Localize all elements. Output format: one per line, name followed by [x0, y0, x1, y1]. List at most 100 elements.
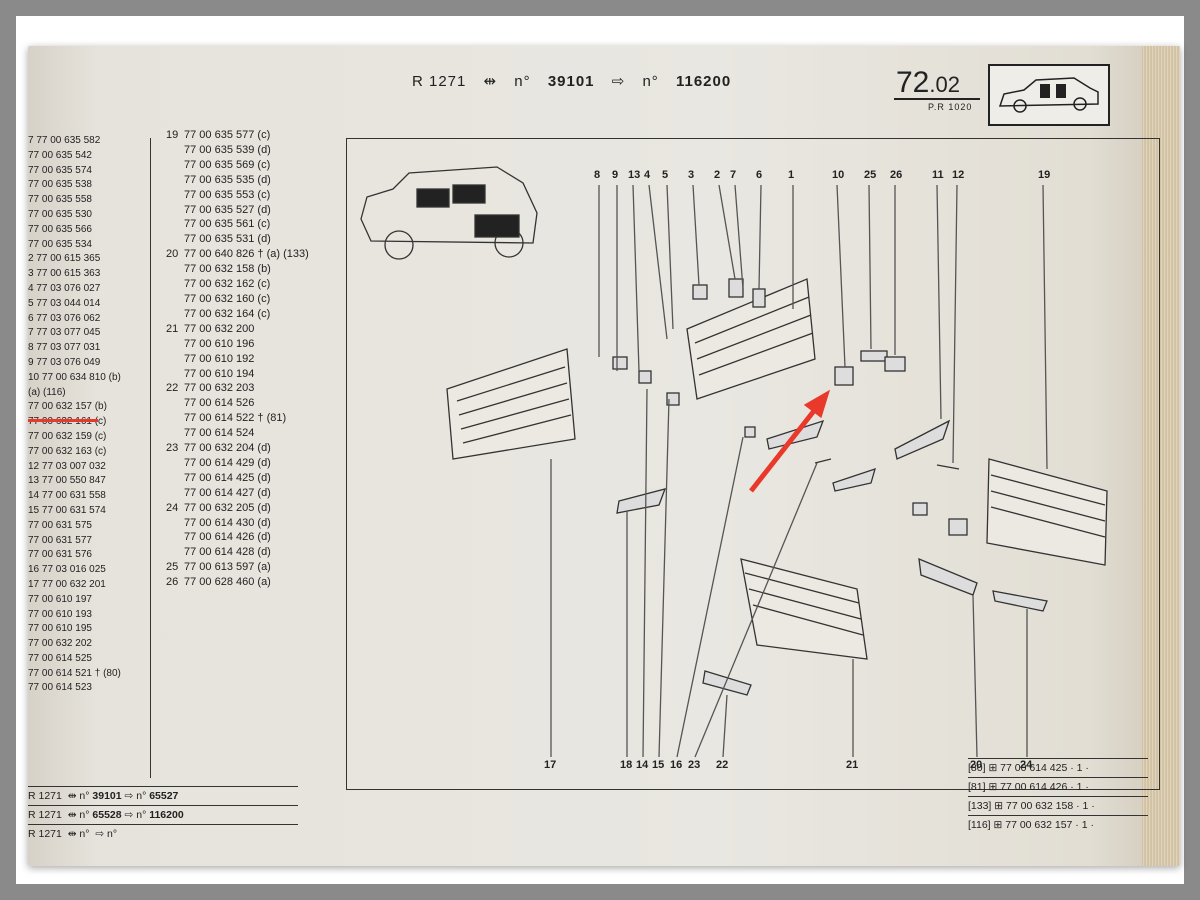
part-number-row: 77 00 614 525	[28, 652, 92, 664]
callout-number: 4	[644, 169, 651, 181]
part-number-row: 3 77 00 615 363	[28, 268, 101, 280]
callout-number: 25	[864, 169, 877, 181]
armrest-24	[992, 590, 1048, 612]
callout-number: 3	[688, 169, 695, 181]
part-number-row: 77 00 610 193	[28, 608, 92, 620]
part-number: 77 00 613 597 (a)	[184, 561, 271, 574]
grip-25	[860, 350, 888, 362]
part-number-row: 77 00 632 160 (c)	[166, 292, 356, 307]
part-number-row: 77 00 614 426 (d)	[166, 530, 356, 545]
door-panel-19	[986, 458, 1108, 566]
part-number-row: 77 00 610 194	[166, 367, 356, 382]
part-number-row: 16 77 03 016 025	[28, 564, 106, 576]
part-number-row: 77 00 610 197	[28, 593, 92, 605]
door-panel-diagram	[360, 166, 1108, 758]
footnote-ref: [116]	[968, 819, 991, 831]
part-number: 77 00 614 522 † (81)	[184, 412, 287, 425]
callout-number: 6	[756, 169, 763, 181]
part-number: 77 00 635 527 (d)	[184, 203, 271, 216]
part-number: 77 00 635 531 (d)	[184, 233, 271, 246]
part-number: 77 00 610 194	[184, 367, 255, 380]
plus-box-icon: ⊞	[994, 800, 1004, 812]
part-number-row: 77 00 635 527 (d)	[166, 203, 356, 218]
door-panel-1	[686, 278, 816, 400]
part-number-row: 77 00 635 553 (c)	[166, 188, 356, 203]
part-number: 77 00 635 553 (c)	[184, 188, 271, 201]
to-number: 65527	[149, 790, 179, 802]
page-number-section: .02	[929, 72, 960, 97]
part-number: 77 00 632 200	[184, 322, 255, 335]
part-index: 23	[166, 442, 179, 455]
part-number-row: 26 77 00 628 460 (a)	[166, 575, 356, 590]
red-arrow-head	[803, 389, 831, 419]
part-number: 77 00 614 526	[184, 397, 255, 410]
footnote-part: 77 00 632 158 · 1 ·	[1006, 800, 1095, 812]
part-number-row: 77 00 631 576	[28, 549, 92, 561]
part-number: 77 00 632 205 (d)	[184, 501, 271, 514]
callout-number: 16	[670, 759, 683, 771]
model-code: R 1271	[28, 790, 62, 802]
part-number-row: 9 77 03 076 049	[28, 356, 101, 368]
model-code: R 1271	[28, 828, 62, 840]
panel-17-ribs	[456, 366, 572, 444]
screw-23	[814, 458, 832, 464]
part-number-row: 77 00 614 428 (d)	[166, 545, 356, 560]
car-window-2	[452, 184, 486, 204]
part-number: 77 00 632 162 (c)	[184, 278, 271, 291]
part-number: 77 00 614 427 (d)	[184, 486, 271, 499]
from-prefix: n°	[514, 73, 531, 90]
footnote-row: [133] ⊞ 77 00 632 158 · 1 ·	[968, 796, 1148, 815]
callout-number: 8	[594, 169, 601, 181]
part-number-row: 77 00 610 195	[28, 623, 92, 635]
part-number: 77 00 610 196	[184, 337, 255, 350]
door-panel-21	[740, 558, 868, 660]
part-number-row: 77 00 632 164 (c)	[166, 307, 356, 322]
range-icon: ⇹	[483, 73, 498, 90]
red-arrow-shaft	[749, 405, 819, 493]
page-edges	[1142, 46, 1180, 866]
part-number-row: 6 77 03 076 062	[28, 312, 101, 324]
clip-9	[638, 370, 652, 384]
part-number-row: 24 77 00 632 205 (d)	[166, 501, 356, 516]
part-number-row: 5 77 03 044 014	[28, 297, 101, 309]
page-number-rule	[894, 98, 980, 100]
part-number-row: 12 77 03 007 032	[28, 460, 106, 472]
footnote-row: [81] ⊞ 77 00 614 426 · 1 ·	[968, 777, 1148, 796]
part-number-row: 7 77 00 635 582	[28, 135, 101, 146]
part-number: 77 00 614 428 (d)	[184, 546, 271, 559]
part-index: 22	[166, 382, 179, 395]
callout-number: 21	[846, 759, 859, 771]
page-ref: P.R 1020	[928, 102, 973, 112]
part-number-row: 77 00 631 577	[28, 534, 92, 546]
plus-box-icon: ⊞	[988, 762, 998, 774]
footnote-row: [80] ⊞ 77 00 614 425 · 1 ·	[968, 758, 1148, 777]
callout-number: 17	[544, 759, 557, 771]
part-number-row: 77 00 614 430 (d)	[166, 516, 356, 531]
callout-number: 20	[970, 759, 983, 771]
part-number: 77 00 628 460 (a)	[184, 576, 271, 589]
part-number-row: 77 00 614 526	[166, 396, 356, 411]
part-number-row: 77 00 635 542	[28, 149, 92, 161]
armrest-22b	[832, 467, 876, 492]
door-panel-17	[446, 348, 576, 460]
car-wheel-front	[384, 230, 414, 260]
page-number: 72.02	[896, 66, 960, 100]
armrest-18	[616, 488, 667, 514]
part-number-row: 77 00 635 535 (d)	[166, 173, 356, 188]
leader-lines-top	[598, 184, 1048, 470]
armrest-20	[918, 557, 978, 596]
part-number-row: 77 00 635 538	[28, 179, 92, 191]
switch-6	[752, 288, 766, 308]
part-number: 77 00 632 160 (c)	[184, 292, 271, 305]
from-number: 39101	[92, 790, 122, 802]
part-number-row: 77 00 635 531 (d)	[166, 232, 356, 247]
part-index: 26	[166, 576, 179, 589]
part-index: 24	[166, 501, 179, 514]
part-number: 77 00 632 204 (d)	[184, 442, 271, 455]
part-number: 77 00 635 561 (c)	[184, 218, 271, 231]
callout-number: 19	[1038, 169, 1051, 181]
footnote-part: 77 00 614 425 · 1 ·	[1000, 762, 1089, 774]
